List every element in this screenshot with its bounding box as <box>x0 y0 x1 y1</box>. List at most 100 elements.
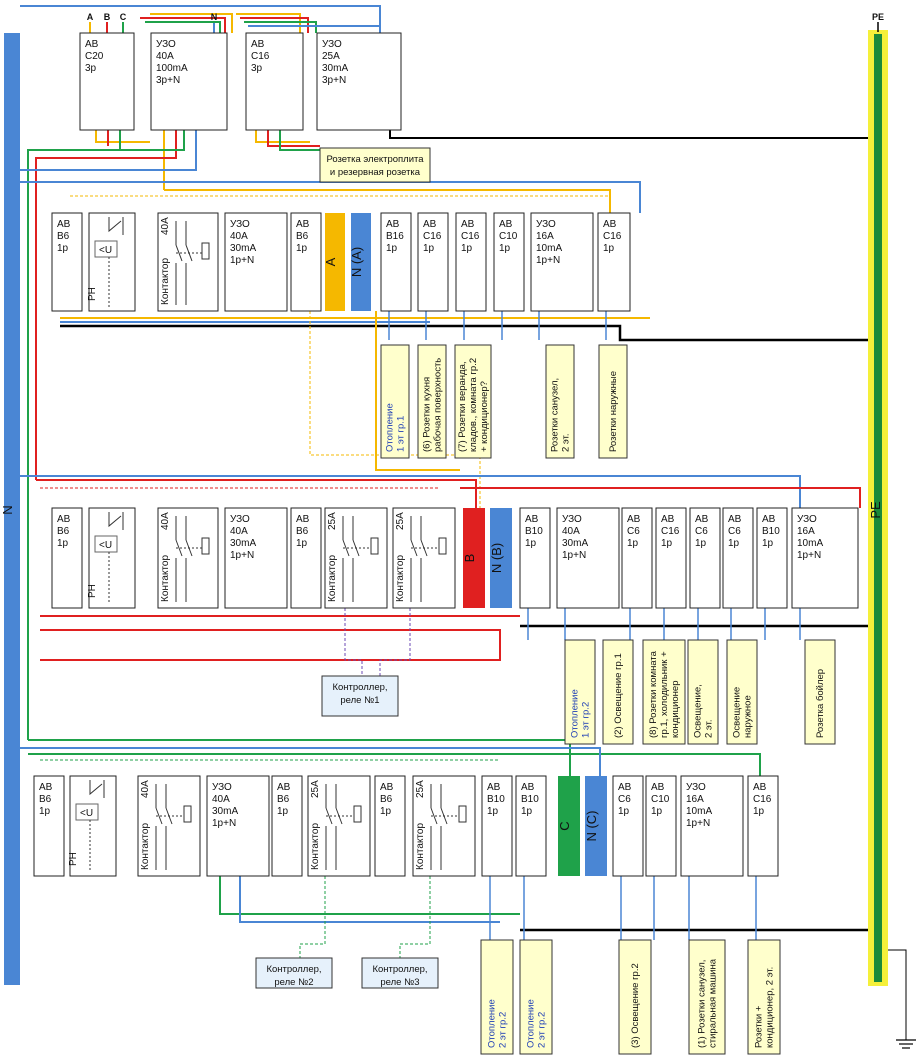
module-line: АВ <box>627 514 641 525</box>
module-body <box>79 32 135 131</box>
label-line: кондиционер <box>670 681 681 739</box>
contactor-label: Контактор <box>310 823 321 870</box>
module-line: С16 <box>661 526 680 537</box>
wire <box>140 17 226 33</box>
label-box <box>545 344 575 459</box>
module-line: 1р <box>603 243 615 254</box>
module-line: 1р <box>762 538 774 549</box>
relay-label: РН <box>87 287 98 301</box>
row-c-neutral-bar <box>585 776 607 876</box>
contactor-label: Контактор <box>327 555 338 602</box>
module-line: 1р <box>499 243 511 254</box>
module-line: АВ <box>57 514 71 525</box>
wire <box>27 130 185 740</box>
module-line: В6 <box>57 231 70 242</box>
wire <box>164 189 611 213</box>
label-line: (6) Розетки кухня <box>422 377 433 452</box>
module-line: АВ <box>85 39 99 50</box>
label-box <box>618 939 652 1055</box>
module-line: 3р+N <box>322 75 346 86</box>
label-line: и резервная розетка <box>330 167 421 178</box>
module-body <box>224 507 288 609</box>
relay-body <box>88 507 136 609</box>
module-body <box>150 32 228 131</box>
label-line: кладов., комната гр.2 <box>468 358 479 452</box>
module-line: АВ <box>277 782 291 793</box>
wire <box>36 479 477 508</box>
module-line: АВ <box>521 782 535 793</box>
label-box <box>454 344 492 459</box>
module-line: АВ <box>251 39 265 50</box>
contactor-pole-switch <box>430 807 438 825</box>
module-line: 40А <box>230 231 248 242</box>
module-body <box>51 507 83 609</box>
ground-wire <box>888 949 907 1040</box>
row-c-circuit-label-4: Розетки +кондиционер, 2 эт. <box>747 939 781 1055</box>
label-line: (1) Розетки санузел, <box>697 960 708 1048</box>
module-line: УЗО <box>562 514 582 525</box>
row-a-phase-bar-label: A <box>323 257 338 266</box>
label-line: 1 эт гр.1 <box>396 416 407 452</box>
row-c-neutral-bar-label: N (C) <box>584 810 599 841</box>
module-line: В6 <box>296 526 309 537</box>
label-box <box>519 939 553 1055</box>
module-line: 1р <box>423 243 435 254</box>
module-body <box>290 507 322 609</box>
module-body <box>530 212 594 312</box>
module-line: УЗО <box>686 782 706 793</box>
label-box <box>417 344 447 459</box>
relay-body <box>88 212 136 312</box>
contactor-coil <box>201 242 210 260</box>
module-line: С6 <box>695 526 708 537</box>
module-body <box>621 507 653 609</box>
label-box <box>321 675 399 717</box>
contactor-coil <box>438 537 447 555</box>
module-body <box>290 212 322 312</box>
row-c-phase-bar <box>558 776 580 876</box>
contactor-label: Контактор <box>395 555 406 602</box>
contactor-rating: 25А <box>310 780 321 798</box>
module-line: 30mA <box>322 63 348 74</box>
module-line: 40А <box>562 526 580 537</box>
module-line: 1р <box>753 806 765 817</box>
module-line: УЗО <box>322 39 342 50</box>
module-line: 30mA <box>230 538 256 549</box>
row-c-phase-bar-label: C <box>557 821 572 830</box>
relay-symbol-box <box>94 240 118 258</box>
module-body <box>791 507 859 609</box>
label-box <box>480 939 514 1055</box>
module-line: АВ <box>39 782 53 793</box>
wire <box>20 747 601 776</box>
wire <box>219 876 520 915</box>
wire <box>399 876 431 958</box>
relay-symbol-box <box>75 803 99 821</box>
contactor-label: Контактор <box>415 823 426 870</box>
row-a-phase-bar <box>325 213 345 311</box>
module-line: АВ <box>296 514 310 525</box>
earth-bus-inner <box>874 34 882 982</box>
module-line: С10 <box>499 231 518 242</box>
module-body <box>271 775 303 877</box>
module-body <box>33 775 65 877</box>
label-line: Отопление <box>526 999 537 1048</box>
